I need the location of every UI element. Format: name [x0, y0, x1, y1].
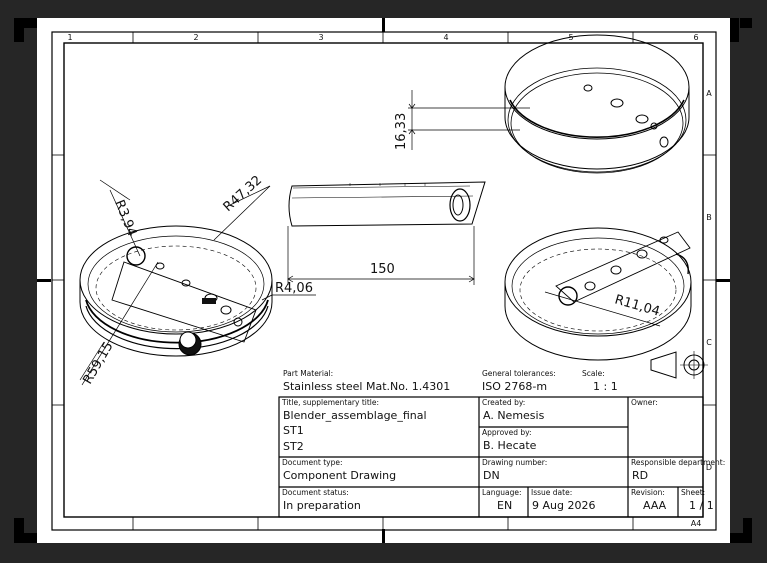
- responsible-dept-label: Responsible department:: [631, 458, 725, 467]
- title-block-header: Part Material: Stainless steel Mat.No. 1…: [283, 369, 618, 393]
- column-label: 3: [318, 33, 323, 42]
- hole-mark: [635, 114, 649, 124]
- approved-by-value: B. Hecate: [483, 439, 537, 452]
- title-block-grid: [278, 396, 704, 518]
- column-label: 1: [67, 33, 72, 42]
- view-top-right: [504, 34, 690, 174]
- issue-date-label: Issue date:: [531, 488, 572, 497]
- document-status-value: In preparation: [283, 499, 361, 512]
- title-line-3: ST2: [283, 440, 304, 453]
- created-by-value: A. Nemesis: [483, 409, 545, 422]
- language-label: Language:: [482, 488, 522, 497]
- revision-value: AAA: [643, 499, 667, 512]
- title-block-fields: Title, supplementary title: Blender_asse…: [281, 398, 725, 512]
- row-label: B: [706, 213, 712, 222]
- column-ticks: [52, 32, 716, 530]
- revision-label: Revision:: [631, 488, 665, 497]
- column-label: 2: [193, 33, 198, 42]
- tolerances-label: General tolerances:: [482, 369, 556, 378]
- title-line-1: Blender_assemblage_final: [283, 409, 427, 422]
- tolerances-value: ISO 2768-m: [482, 380, 547, 393]
- dim-height: [408, 90, 530, 150]
- owner-label: Owner:: [631, 398, 658, 407]
- dim-length-value: 150: [370, 262, 395, 277]
- corner-marks: [14, 18, 752, 543]
- view-side: [288, 181, 486, 227]
- material-label: Part Material:: [283, 369, 333, 378]
- view-right-iso: [504, 227, 692, 361]
- dim-height-value: 16,33: [394, 113, 409, 150]
- outer-border: [51, 31, 717, 531]
- document-type-value: Component Drawing: [283, 469, 396, 482]
- row-label: D: [706, 463, 712, 472]
- responsible-dept-value: RD: [632, 469, 648, 482]
- hole-mark: [610, 98, 624, 108]
- sheet-label: Sheet:: [681, 488, 705, 497]
- created-by-label: Created by:: [482, 398, 525, 407]
- column-label: 5: [568, 33, 573, 42]
- dim-length: [287, 226, 475, 285]
- drawing-number-value: DN: [483, 469, 500, 482]
- left-leaders: [79, 179, 271, 386]
- scale-label: Scale:: [582, 369, 605, 378]
- hole-mark: [650, 122, 658, 130]
- center-marks: [37, 18, 730, 543]
- drawing-number-label: Drawing number:: [482, 458, 547, 467]
- title-line-2: ST1: [283, 424, 304, 437]
- document-status-label: Document status:: [282, 488, 349, 497]
- projection-symbol-icon: [650, 351, 708, 379]
- material-value: Stainless steel Mat.No. 1.4301: [283, 380, 450, 393]
- sheet-value: 1 / 1: [689, 499, 714, 512]
- paper-size-label: A4: [691, 519, 702, 528]
- column-label: 4: [443, 33, 448, 42]
- dim-end-radius: R4,06: [275, 281, 313, 296]
- view-left-iso: [79, 225, 273, 357]
- hole-mark: [659, 136, 669, 148]
- approved-by-label: Approved by:: [482, 428, 532, 437]
- right-leader: [544, 291, 661, 327]
- hole-mark: [583, 84, 593, 92]
- row-label: A: [706, 89, 712, 98]
- column-label: 6: [693, 33, 698, 42]
- issue-date-value: 9 Aug 2026: [532, 499, 595, 512]
- end-radius-leader: [261, 294, 316, 301]
- row-label: C: [706, 338, 712, 347]
- language-value: EN: [497, 499, 512, 512]
- title-label: Title, supplementary title:: [281, 398, 379, 407]
- paper: [37, 18, 730, 543]
- scale-value: 1 : 1: [593, 380, 618, 393]
- document-type-label: Document type:: [282, 458, 343, 467]
